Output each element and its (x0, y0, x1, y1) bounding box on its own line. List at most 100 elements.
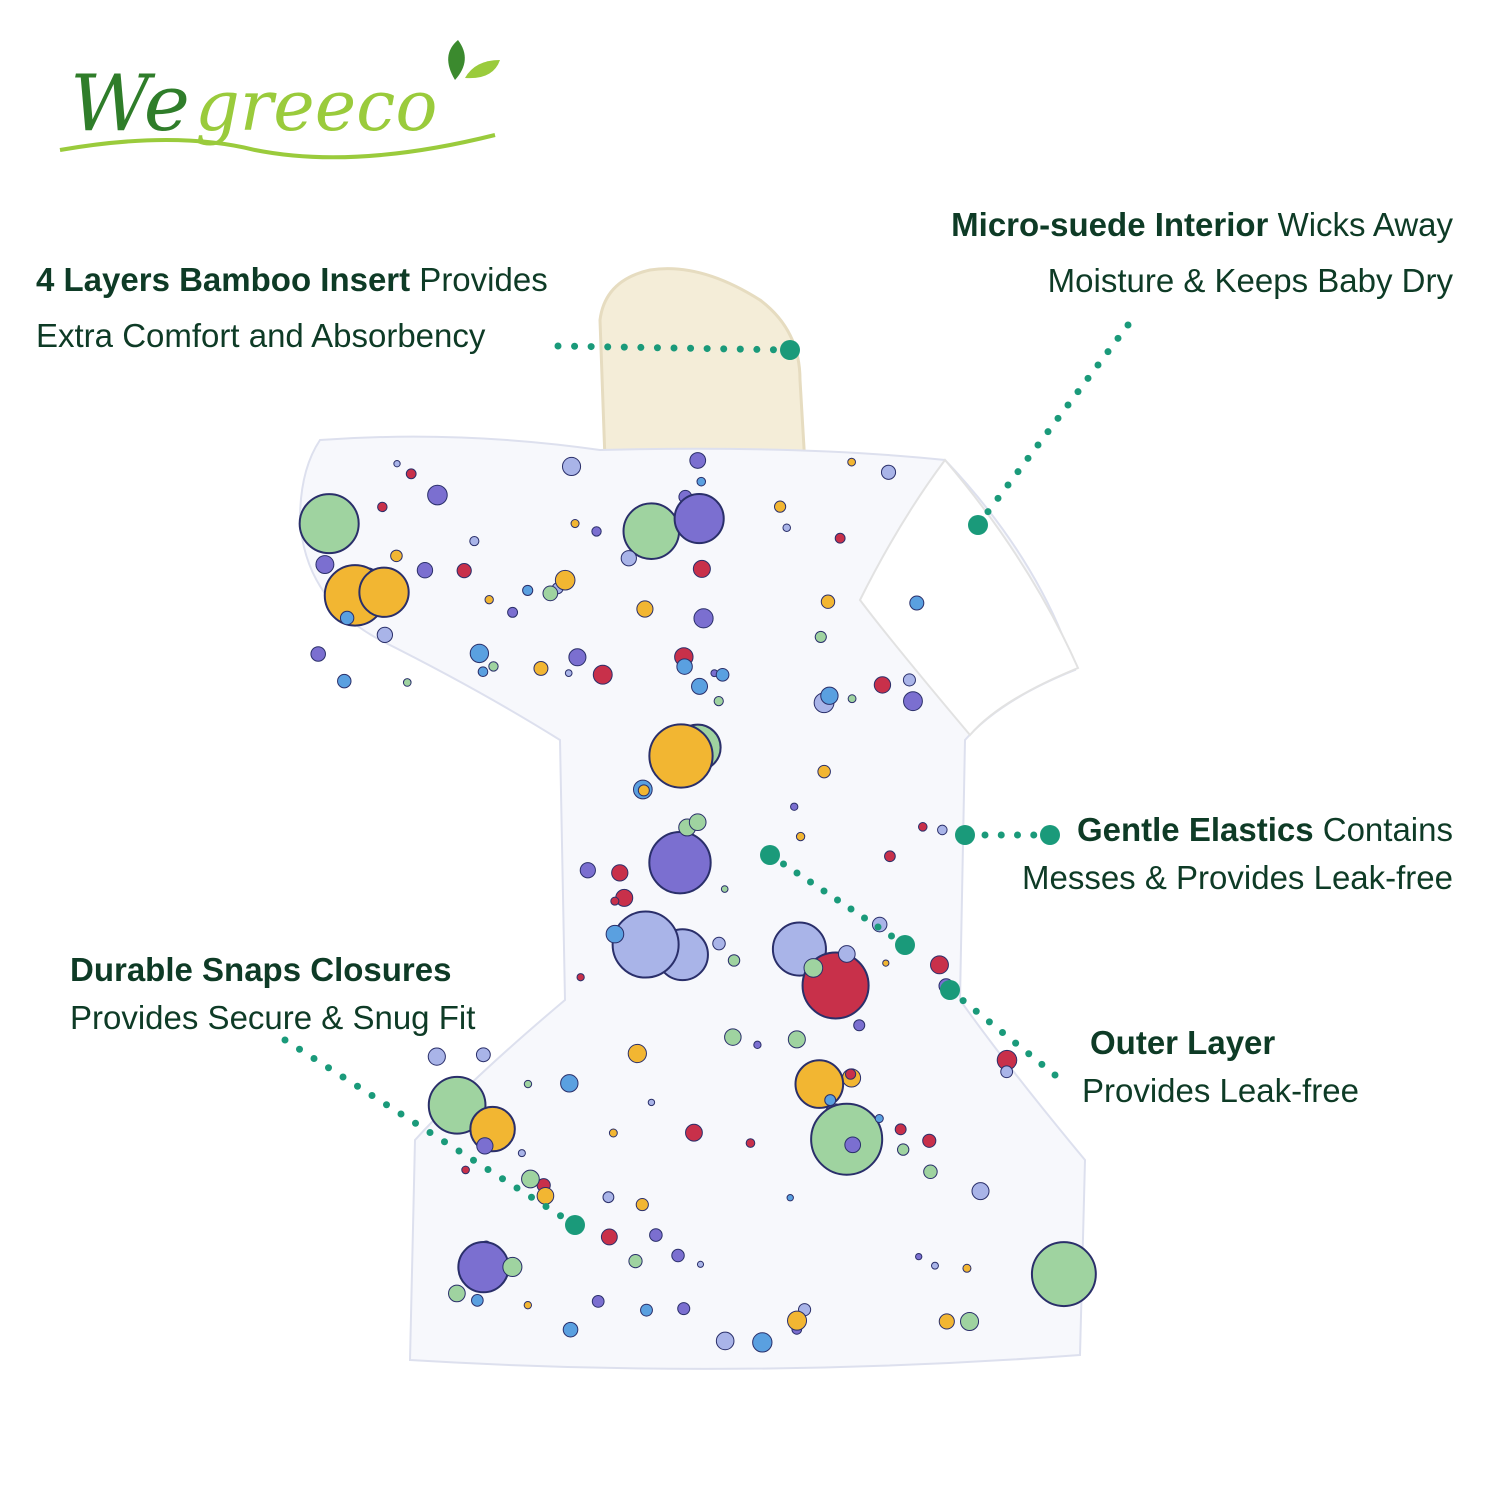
dot-print (542, 585, 559, 602)
callout-text: Messes & Provides Leak-free (1021, 859, 1453, 896)
dot-print (685, 1123, 703, 1142)
dot-print (847, 694, 857, 704)
dot-print (637, 784, 650, 797)
leader-dot (1054, 414, 1062, 422)
dot-print (688, 813, 707, 832)
dot-print (696, 1260, 705, 1268)
leader-dot (861, 914, 868, 922)
dot-print (605, 924, 625, 944)
leader-dot (455, 1147, 463, 1155)
leader-dot (780, 860, 787, 868)
dot-print (469, 643, 490, 664)
leader-dot (997, 831, 1005, 839)
dot-print (600, 1228, 618, 1246)
leader-dot (1014, 831, 1021, 839)
leader-dot (687, 344, 695, 352)
leader-dot (426, 1129, 434, 1136)
leader-dot (847, 905, 855, 913)
dot-print (310, 646, 326, 662)
leader-dot (354, 1082, 361, 1090)
dot-print (782, 523, 791, 532)
leader-endpoint (895, 935, 915, 955)
svg-text:We: We (70, 59, 190, 149)
dot-print (896, 1143, 910, 1156)
dot-print (427, 484, 448, 506)
callout-title: Durable Snaps Closures (70, 951, 452, 988)
dot-print (611, 864, 629, 882)
callout-text: Provides (410, 261, 548, 298)
dot-print (517, 1149, 526, 1158)
dot-print (923, 1164, 938, 1180)
dot-print (635, 1198, 649, 1212)
leader-endpoint (565, 1215, 585, 1235)
brand-logo: We greeco (59, 40, 500, 160)
leader-dot (1064, 401, 1072, 409)
callout-text: Extra Comfort and Absorbency (36, 317, 486, 354)
leader-dot (834, 896, 841, 904)
dot-print (576, 973, 585, 982)
leader-dot (736, 345, 744, 353)
dot-print (853, 1019, 866, 1032)
dot-print (579, 862, 596, 879)
leader-dot (339, 1073, 347, 1081)
planet-print (648, 723, 714, 789)
dot-print (477, 666, 489, 677)
dot-print (837, 945, 856, 963)
dot-print (787, 1030, 806, 1049)
leader-endpoint (1040, 825, 1060, 845)
dot-print (814, 630, 827, 643)
leader-dot (985, 1018, 993, 1026)
leader-dot (1084, 374, 1092, 382)
leader-dot (1025, 1050, 1033, 1058)
dot-print (564, 669, 573, 677)
dot-print (636, 600, 654, 618)
leader-dot (769, 346, 777, 354)
dot-print (627, 1043, 647, 1064)
dot-print (507, 606, 519, 618)
dot-print (874, 1114, 884, 1124)
dot-print (592, 664, 613, 685)
dot-print (602, 1191, 615, 1204)
dot-print (628, 1253, 643, 1269)
leader-dot (670, 344, 678, 352)
leader-dot (720, 345, 728, 353)
leader-dot (513, 1184, 521, 1192)
leader-dot (959, 997, 967, 1005)
dot-print (461, 1165, 470, 1175)
dot-print (448, 1284, 466, 1303)
bamboo-insert (598, 267, 807, 467)
dot-print (677, 1302, 691, 1316)
dot-print (689, 452, 707, 469)
leader-dot (637, 343, 645, 351)
leader-dot (1114, 334, 1122, 342)
dot-print (522, 584, 534, 596)
dot-print (376, 626, 394, 644)
leader-dot (310, 1055, 318, 1062)
callout-text: Wicks Away (1268, 206, 1453, 243)
dot-print (416, 562, 434, 579)
dot-print (484, 595, 494, 605)
dot-print (915, 1252, 923, 1261)
dot-print (909, 595, 925, 611)
leader-dot (281, 1036, 289, 1044)
planet-print (622, 502, 681, 560)
dot-print (844, 1068, 857, 1080)
callout-microsuede-interior: Micro-suede Interior Wicks Away Moisture… (951, 197, 1453, 309)
dot-print (570, 519, 580, 529)
callout-gentle-elastics: Gentle Elastics Contains Messes & Provid… (1022, 806, 1453, 902)
dot-print (536, 1187, 555, 1205)
leader-dot (1024, 454, 1032, 462)
leader-dot (557, 1212, 564, 1220)
leader-dot (412, 1119, 419, 1127)
planet-print (611, 910, 680, 979)
dot-print (922, 1133, 937, 1148)
leader-dot (999, 1029, 1006, 1036)
dot-print (691, 677, 709, 695)
dot-print (676, 658, 693, 675)
dot-print (715, 667, 730, 682)
dot-print (640, 1303, 653, 1317)
dot-print (873, 676, 892, 694)
dot-print (824, 1094, 837, 1107)
leader-dot (753, 345, 761, 353)
